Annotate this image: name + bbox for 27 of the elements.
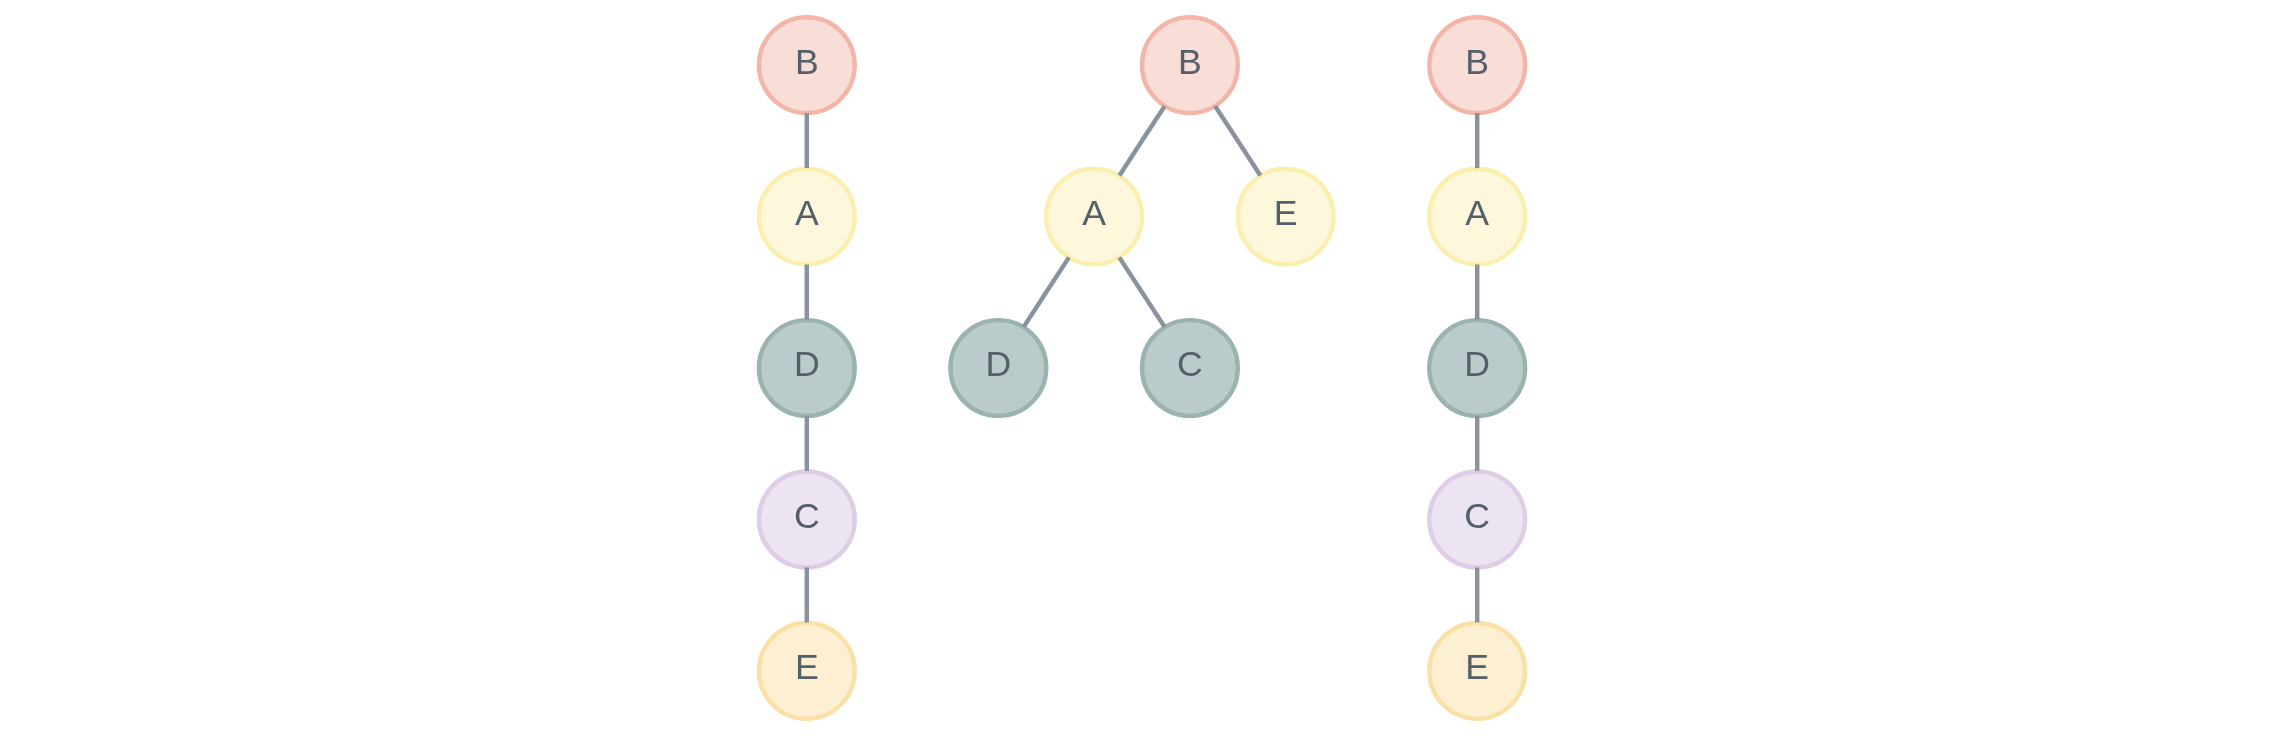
connector xyxy=(1474,567,1480,623)
connector xyxy=(1213,104,1263,177)
connector xyxy=(1474,264,1480,320)
node-circle: C xyxy=(1427,469,1528,570)
node-circle: E xyxy=(1427,620,1528,722)
node-circle: D xyxy=(756,317,857,419)
connector xyxy=(1474,113,1480,169)
connector xyxy=(1021,256,1071,329)
node-circle: B xyxy=(756,14,857,116)
node-circle: A xyxy=(1044,166,1145,267)
connector xyxy=(804,264,810,320)
node-circle: E xyxy=(1235,166,1336,267)
connector xyxy=(804,567,810,623)
connector xyxy=(1117,256,1167,329)
connector xyxy=(1474,415,1480,472)
node-circle: B xyxy=(1139,14,1240,116)
connector xyxy=(1117,104,1167,177)
node-circle: D xyxy=(948,317,1049,419)
node-circle: A xyxy=(1427,166,1528,267)
node-circle: A xyxy=(756,166,857,267)
node-circle: C xyxy=(1139,317,1240,419)
connector xyxy=(804,113,810,169)
connector xyxy=(804,415,810,472)
node-circle: C xyxy=(756,469,857,570)
node-circle: E xyxy=(756,620,857,722)
node-circle: D xyxy=(1427,317,1528,419)
node-circle: B xyxy=(1427,14,1528,116)
